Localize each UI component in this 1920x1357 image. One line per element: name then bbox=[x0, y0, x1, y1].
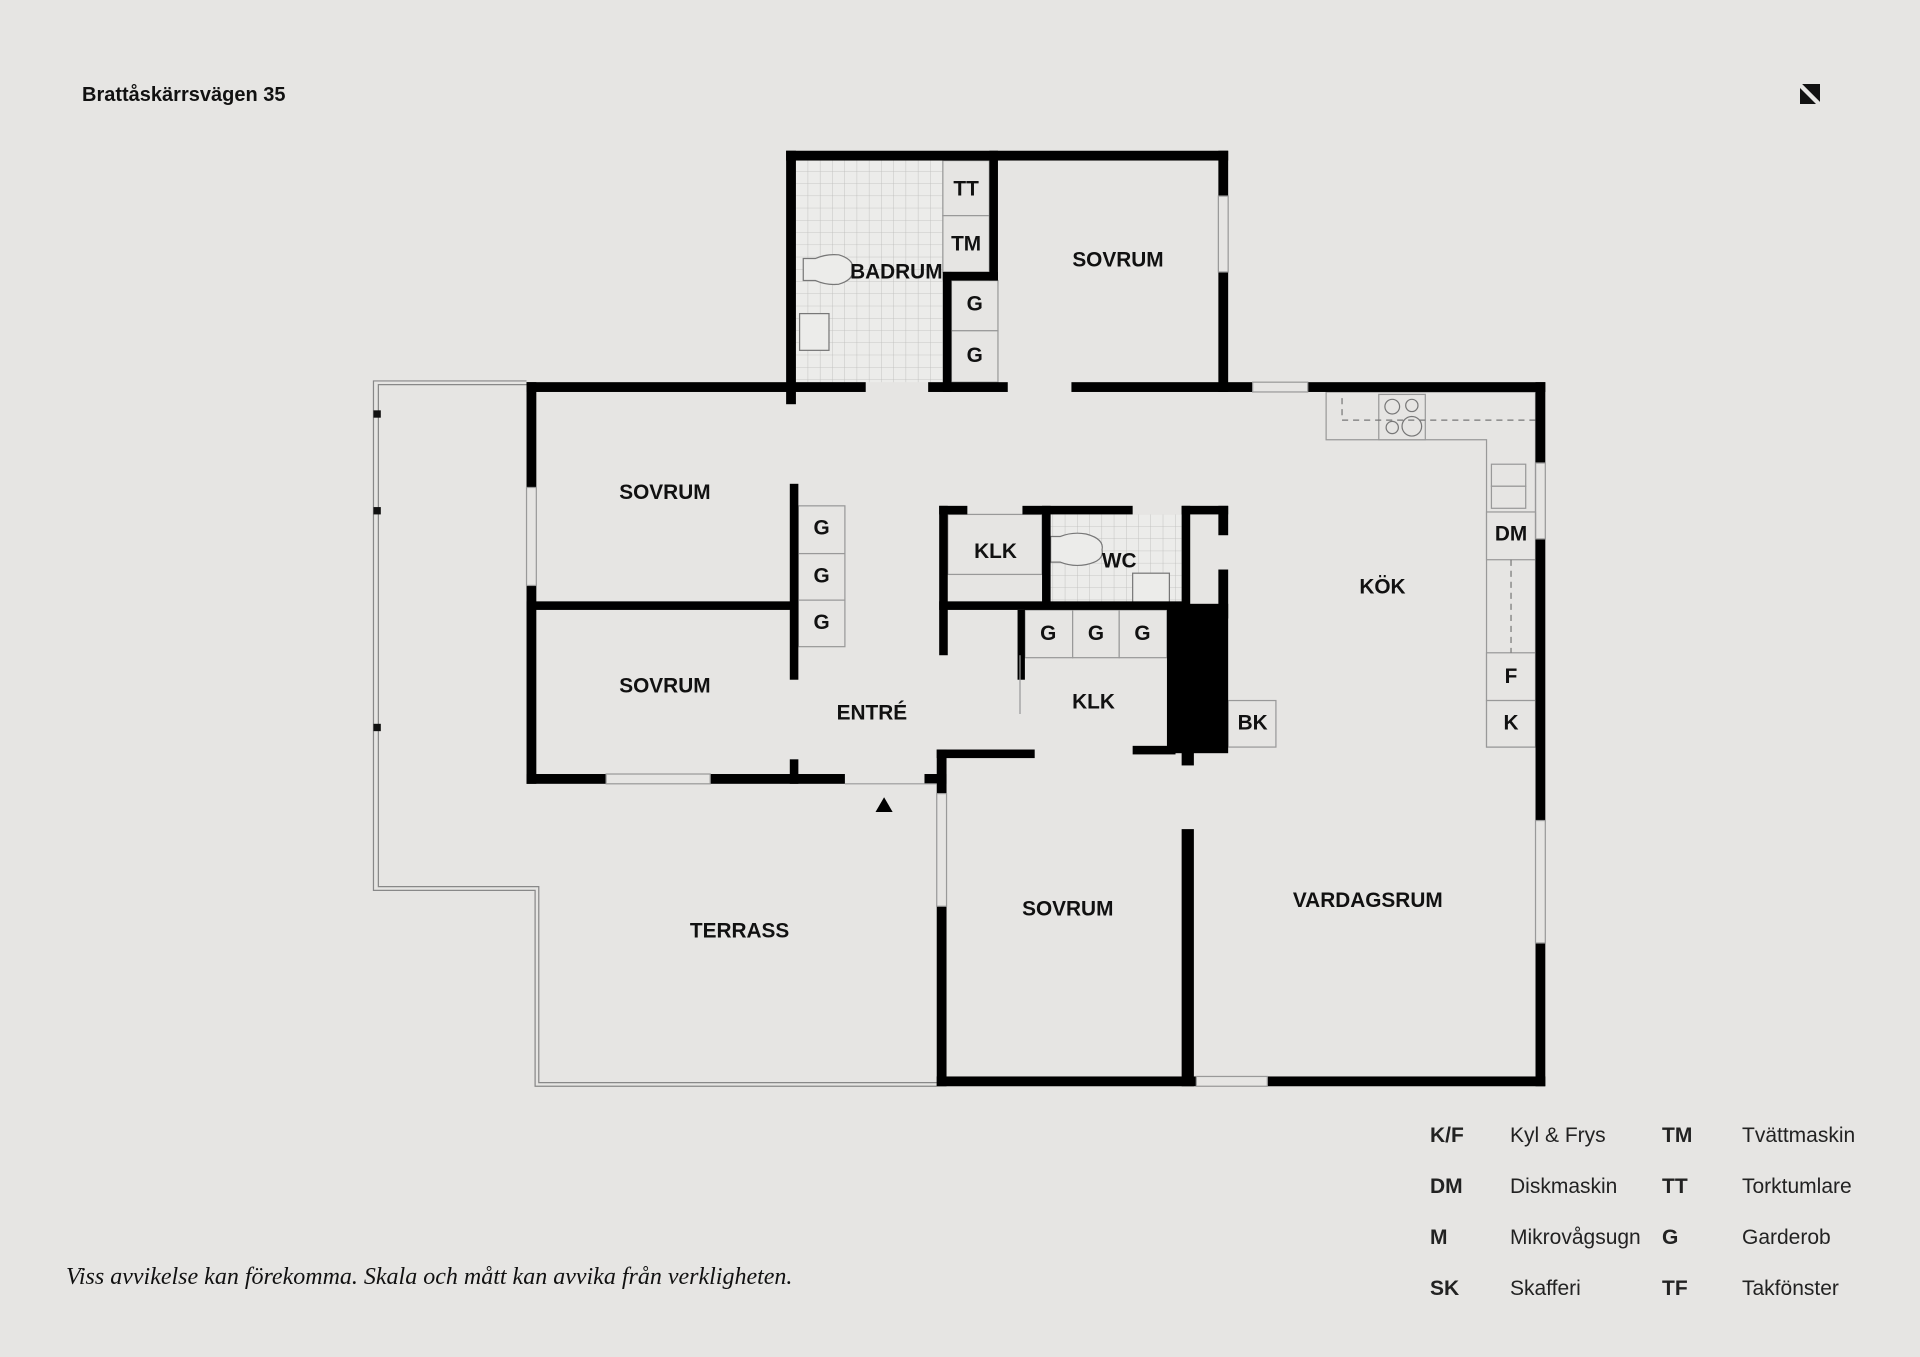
room-label-sovrum: SOVRUM bbox=[1072, 248, 1163, 271]
terrace-posts bbox=[373, 410, 381, 732]
sink-icon bbox=[798, 312, 830, 351]
entrance-arrow-icon bbox=[875, 797, 893, 812]
fixture-bk: BK bbox=[1238, 711, 1268, 734]
walls bbox=[526, 150, 1546, 1087]
fixture-tt: TT bbox=[953, 177, 979, 200]
room-label-vardagsrum: VARDAGSRUM bbox=[1293, 889, 1443, 912]
legend-label: Takfönster bbox=[1742, 1277, 1839, 1300]
windows bbox=[525, 195, 1546, 1087]
legend-label: Mikrovågsugn bbox=[1510, 1226, 1641, 1249]
room-label-klk: KLK bbox=[974, 540, 1017, 563]
legend-key: SK bbox=[1430, 1277, 1460, 1300]
room-label-sovrum: SOVRUM bbox=[1022, 897, 1113, 920]
toilet-icon bbox=[1050, 532, 1103, 567]
fixture-k: K bbox=[1504, 711, 1519, 734]
room-label-kok: KÖK bbox=[1359, 575, 1405, 598]
legend-label: Tvättmaskin bbox=[1742, 1124, 1856, 1147]
legend-key: G bbox=[1662, 1226, 1679, 1249]
room-label-sovrum: SOVRUM bbox=[619, 675, 710, 698]
legend-key: K/F bbox=[1430, 1124, 1464, 1147]
terrace-outline bbox=[372, 380, 937, 1087]
fixture-g: G bbox=[814, 517, 830, 540]
room-label-wc: WC bbox=[1102, 550, 1137, 573]
room-label-badrum: BADRUM bbox=[850, 261, 942, 284]
sink-icon bbox=[1132, 572, 1170, 605]
legend-label: Skafferi bbox=[1510, 1277, 1581, 1300]
fixture-g: G bbox=[814, 564, 830, 587]
brand-logo-icon bbox=[1800, 84, 1820, 104]
fixture-g: G bbox=[1088, 622, 1104, 645]
property-address: Brattåskärrsvägen 35 bbox=[82, 84, 286, 106]
room-label-terrass: TERRASS bbox=[690, 919, 790, 942]
disclaimer: Viss avvikelse kan förekomma. Skala och … bbox=[66, 1264, 793, 1290]
fixture-g: G bbox=[1134, 622, 1150, 645]
fixture-dm: DM bbox=[1495, 523, 1527, 546]
legend-key: TM bbox=[1662, 1124, 1693, 1147]
legend: K/F Kyl & Frys TM Tvättmaskin DM Diskmaskin… bbox=[1430, 1124, 1892, 1301]
fixture-f: F bbox=[1505, 665, 1518, 688]
legend-label: Garderob bbox=[1742, 1226, 1831, 1249]
legend-label: Kyl & Frys bbox=[1510, 1124, 1606, 1147]
toilet-icon bbox=[802, 253, 854, 286]
legend-key: TT bbox=[1662, 1175, 1688, 1198]
stove-icon bbox=[1384, 398, 1423, 437]
fixture-g: G bbox=[967, 293, 983, 316]
legend-key: DM bbox=[1430, 1175, 1463, 1198]
legend-key: TF bbox=[1662, 1277, 1688, 1300]
legend-key: M bbox=[1430, 1226, 1448, 1249]
room-label-entre: ENTRÉ bbox=[837, 702, 908, 725]
legend-label: Torktumlare bbox=[1742, 1175, 1852, 1198]
fixture-tm: TM bbox=[951, 233, 981, 256]
fixture-g: G bbox=[1040, 622, 1056, 645]
legend-label: Diskmaskin bbox=[1510, 1175, 1618, 1198]
fixture-g: G bbox=[814, 611, 830, 634]
fixture-g: G bbox=[967, 344, 983, 367]
room-label-klk: KLK bbox=[1072, 690, 1115, 713]
room-label-sovrum: SOVRUM bbox=[619, 481, 710, 504]
